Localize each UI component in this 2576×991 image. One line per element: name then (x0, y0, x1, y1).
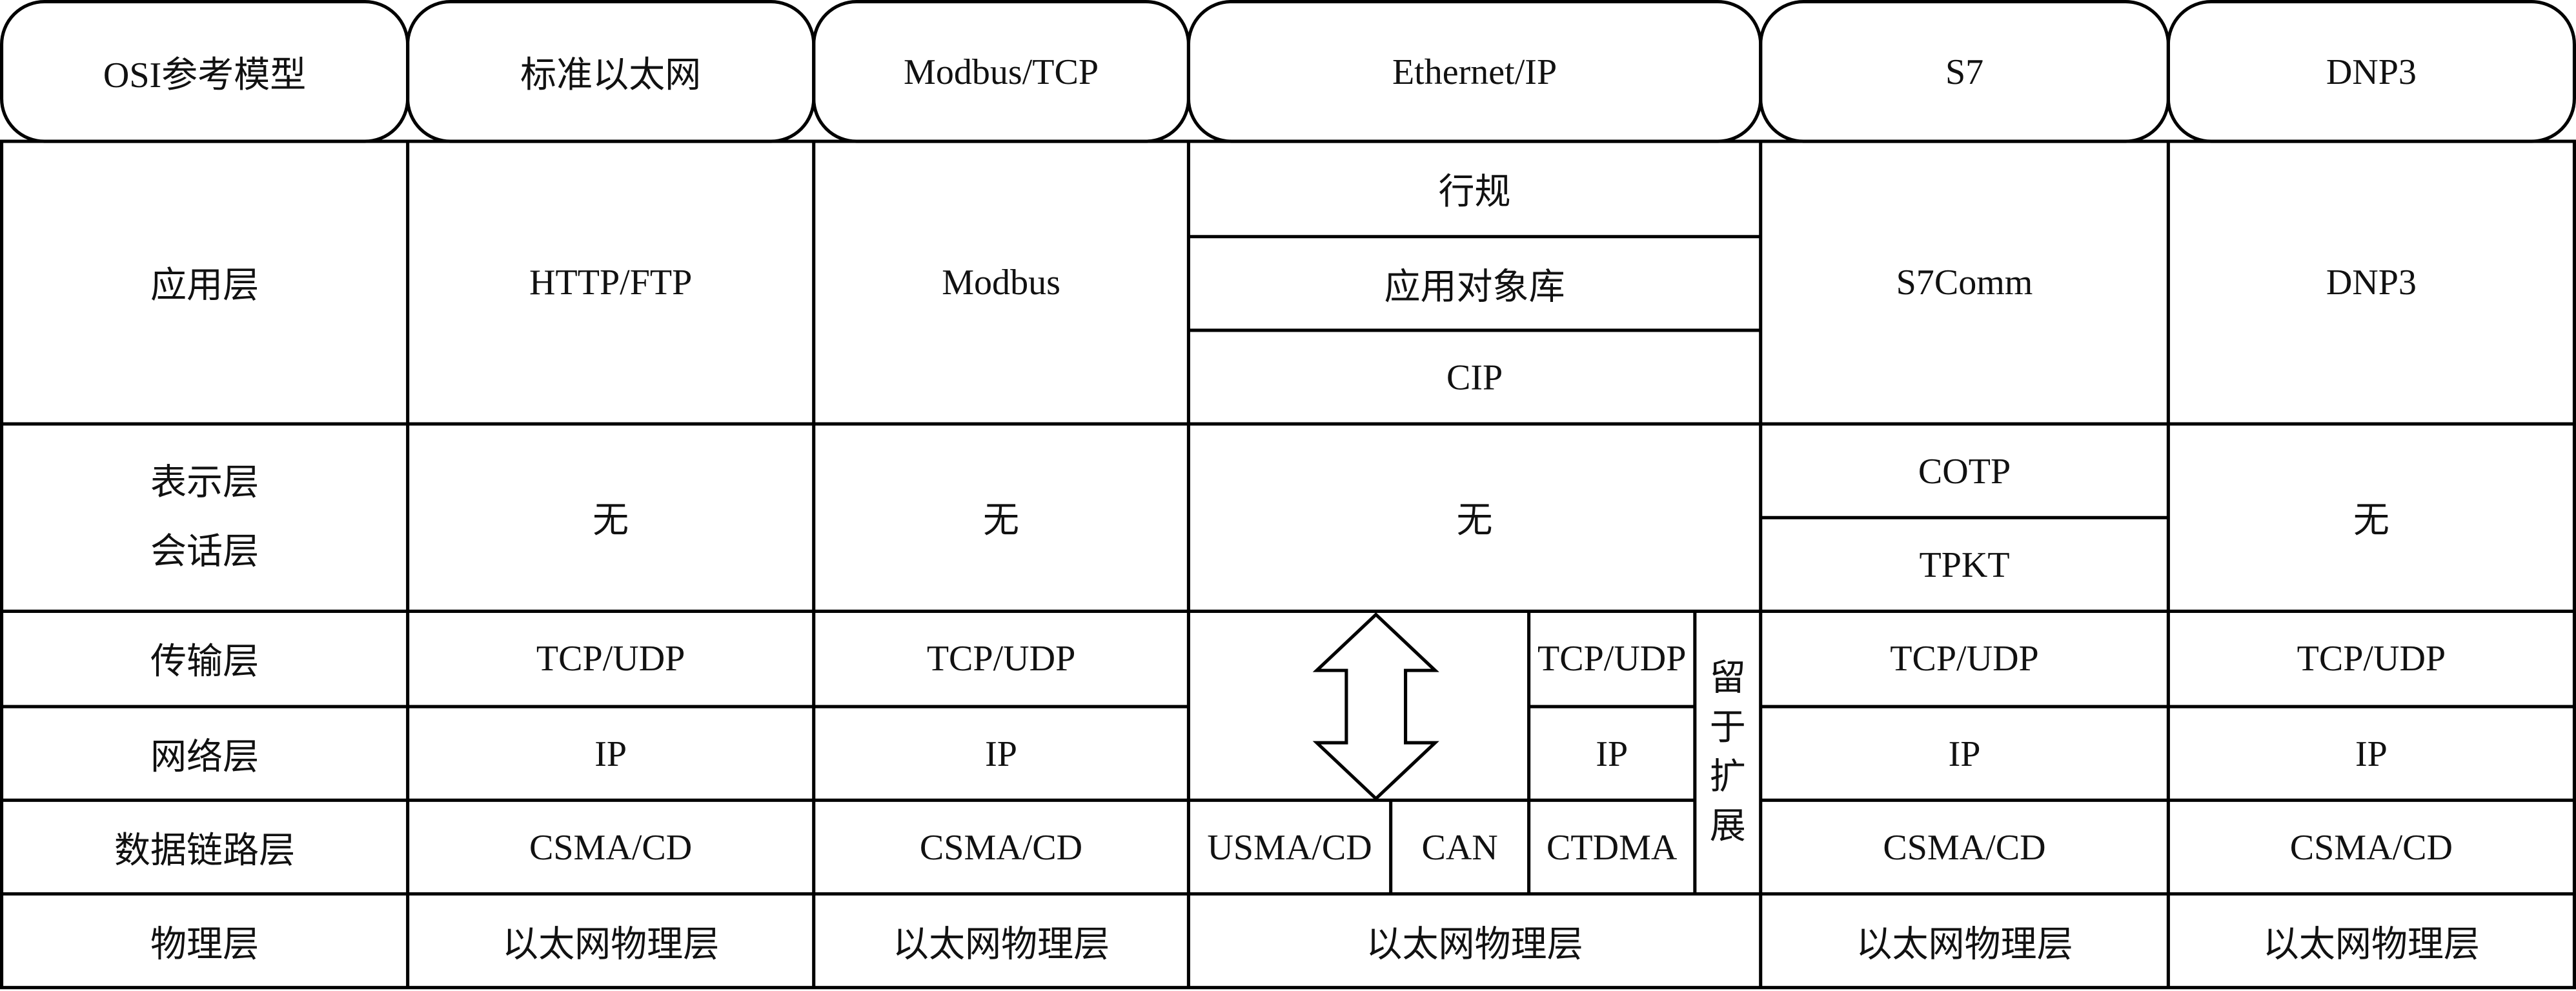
osi-pres-session: 表示层 会话层 (2, 424, 408, 611)
dnp3-transport: TCP/UDP (2297, 637, 2446, 679)
osi-network: 网络层 (150, 735, 259, 777)
eip-object-library: 应用对象库 (1384, 265, 1565, 306)
header-standard-ethernet: 标准以太网 (520, 53, 702, 95)
eip-reserved-for-extension: 留 于 扩 展 (1695, 611, 1761, 894)
s7-transport: TCP/UDP (1890, 637, 2039, 679)
osi-datalink: 数据链路层 (114, 828, 296, 870)
modbus-application: Modbus (942, 261, 1060, 303)
std-pres-session: 无 (593, 499, 629, 541)
std-transport: TCP/UDP (536, 637, 685, 679)
header-modbus-tcp: Modbus/TCP (904, 50, 1099, 92)
eip-pres-session: 无 (1456, 499, 1493, 541)
eip-profile: 行规 (1438, 170, 1511, 212)
std-network: IP (594, 732, 627, 774)
dnp3-datalink: CSMA/CD (2289, 825, 2453, 867)
header-ethernet-ip: Ethernet/IP (1392, 50, 1557, 92)
header-s7: S7 (1945, 50, 1984, 92)
table-border (0, 139, 2576, 990)
modbus-network: IP (985, 732, 1017, 774)
eip-network: IP (1596, 732, 1628, 774)
eip-cip: CIP (1446, 355, 1503, 397)
s7-tpkt: TPKT (1919, 543, 2010, 585)
dnp3-pres-session: 无 (2353, 499, 2389, 541)
modbus-transport: TCP/UDP (926, 637, 1076, 679)
dnp3-physical: 以太网物理层 (2262, 923, 2480, 964)
eip-physical: 以太网物理层 (1366, 923, 1583, 964)
s7-cotp: COTP (1918, 449, 2011, 491)
header-osi: OSI参考模型 (103, 53, 307, 95)
dnp3-application: DNP3 (2326, 261, 2417, 303)
s7-physical: 以太网物理层 (1856, 923, 2073, 964)
osi-transport: 传输层 (150, 641, 259, 682)
modbus-datalink: CSMA/CD (919, 825, 1083, 867)
osi-application: 应用层 (150, 265, 259, 306)
std-physical: 以太网物理层 (502, 923, 720, 964)
osi-session: 会话层 (150, 530, 259, 572)
modbus-physical: 以太网物理层 (892, 923, 1110, 964)
eip-datalink-can: CAN (1421, 825, 1498, 867)
s7-datalink: CSMA/CD (1883, 825, 2046, 867)
std-application: HTTP/FTP (529, 261, 693, 303)
osi-physical: 物理层 (150, 923, 259, 964)
double-arrow (1312, 612, 1439, 801)
eip-reserved-char: 展 (1709, 805, 1746, 846)
osi-presentation: 表示层 (150, 461, 259, 503)
modbus-pres-session: 无 (983, 499, 1020, 541)
header-dnp3: DNP3 (2326, 50, 2417, 92)
eip-datalink-usma: USMA/CD (1207, 825, 1372, 867)
eip-transport: TCP/UDP (1537, 637, 1687, 679)
eip-datalink-ctdma: CTDMA (1547, 825, 1678, 867)
eip-reserved-char: 留 (1709, 657, 1746, 699)
s7-application: S7Comm (1896, 261, 2033, 303)
s7-network: IP (1948, 732, 1981, 774)
std-datalink: CSMA/CD (529, 825, 693, 867)
eip-reserved-char: 于 (1709, 706, 1746, 748)
dnp3-network: IP (2355, 732, 2388, 774)
eip-reserved-char: 扩 (1709, 756, 1746, 797)
